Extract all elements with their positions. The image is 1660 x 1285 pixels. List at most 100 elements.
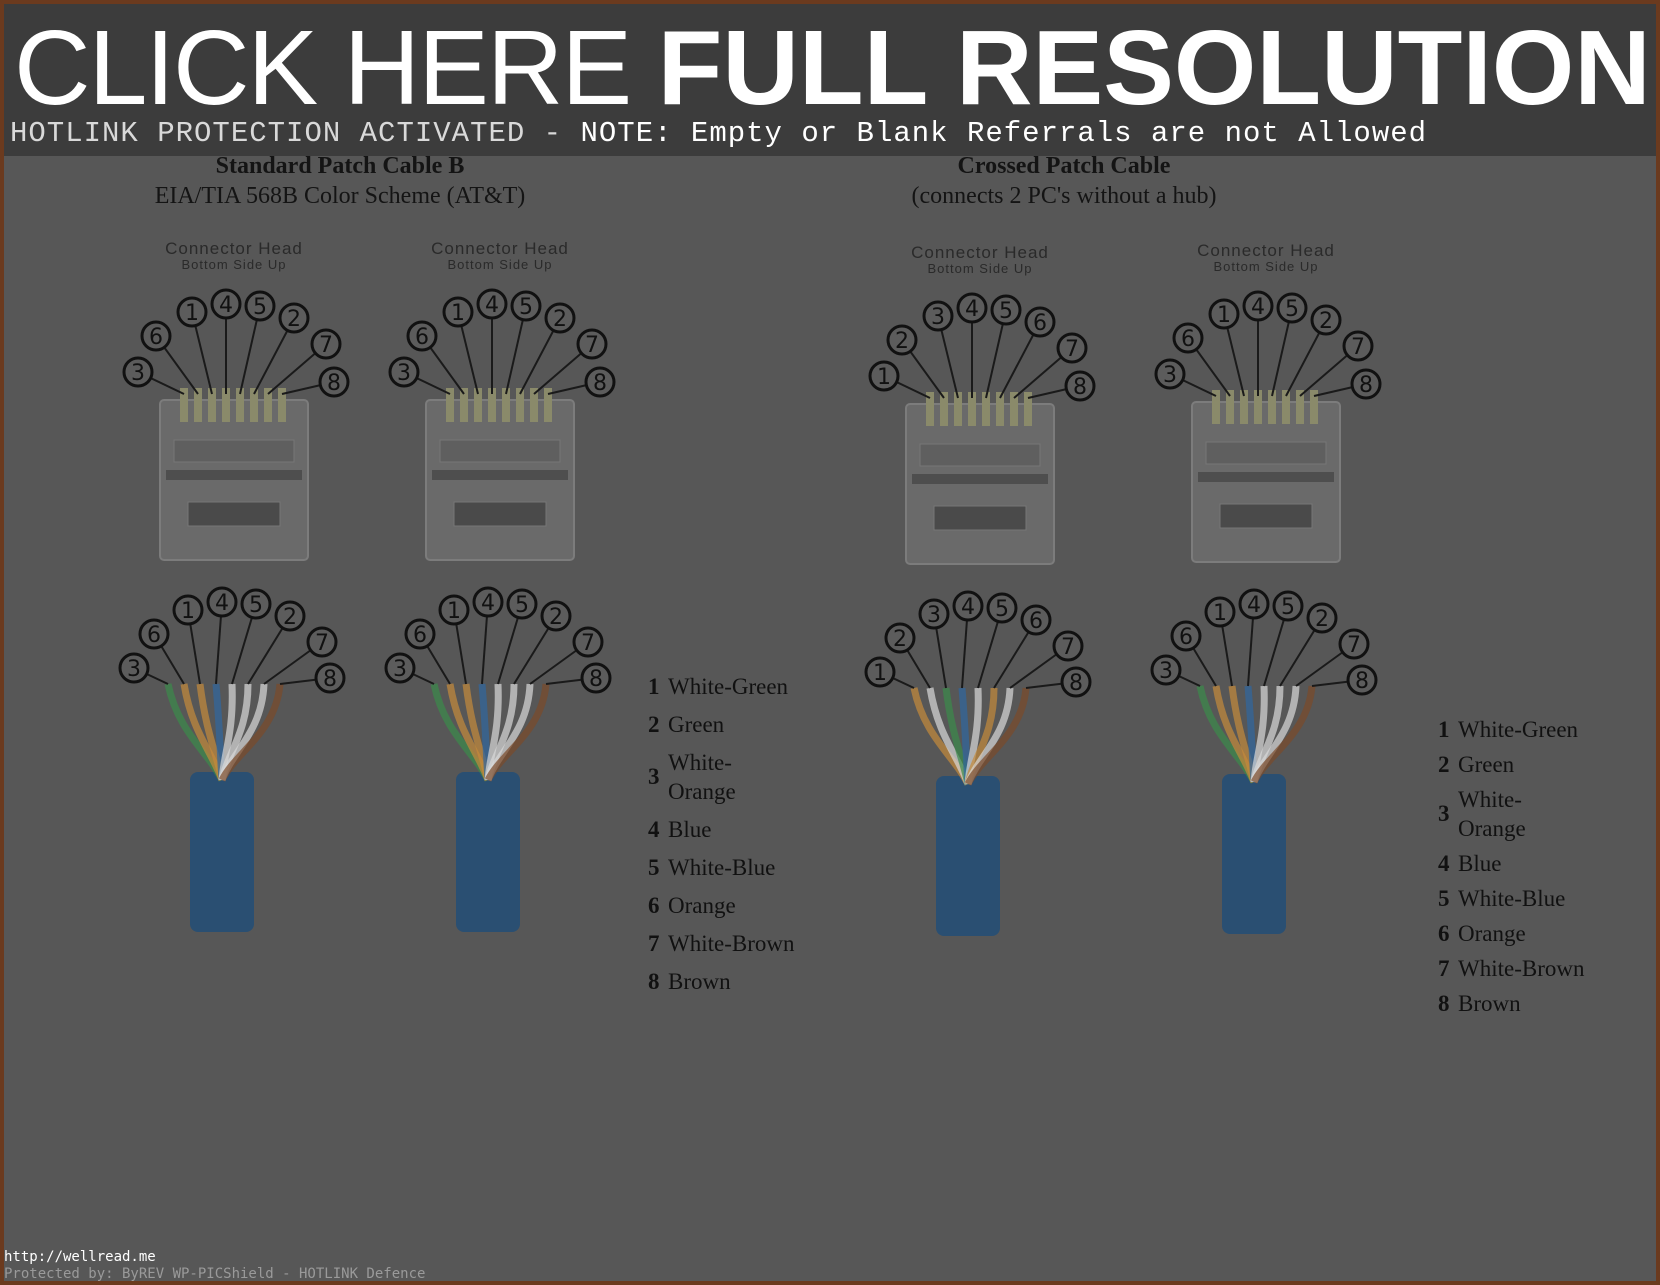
pin-number: 7: [319, 333, 333, 358]
pin-number: 3: [397, 361, 411, 386]
connector-head-label: Connector Head: [165, 239, 303, 258]
connector-pin: [502, 388, 510, 422]
connector-pin: [1010, 392, 1018, 426]
connector-pin: [982, 392, 990, 426]
wire-number: 1: [181, 599, 195, 624]
connector-pin: [236, 388, 244, 422]
pin-number: 6: [149, 325, 163, 350]
wire-bubble: [206, 586, 238, 618]
pin-number: 1: [185, 301, 199, 326]
legend-number: 7: [648, 930, 660, 956]
pin-number: 6: [1181, 327, 1195, 352]
pin-bubble: [544, 302, 576, 334]
connector-pin: [1212, 390, 1220, 424]
wire-number: 1: [1213, 601, 1227, 626]
wire-bubble: [506, 588, 538, 620]
wire-number: 5: [515, 593, 529, 618]
connector-pin: [446, 388, 454, 422]
pin-bubble: [1024, 306, 1056, 338]
connector-ridge: [1205, 441, 1327, 465]
footer-url[interactable]: http://wellread.me: [4, 1249, 156, 1265]
wire-number: 6: [413, 623, 427, 648]
image-frame: CLICK HERE FULL RESOLUTION HOTLINK PROTE…: [4, 4, 1656, 1281]
wire-bubble: [1020, 604, 1052, 636]
banner-title[interactable]: CLICK HERE FULL RESOLUTION: [14, 8, 1651, 128]
standard-section-title: Standard Patch Cable B: [215, 153, 465, 179]
connector-latch: [1198, 472, 1334, 482]
legend-color-name: White-Green: [1458, 717, 1579, 742]
connector-pin: [208, 388, 216, 422]
pin-bubble: [1208, 298, 1240, 330]
connector-clip: [453, 501, 547, 527]
legend-color-name: White-Green: [668, 674, 789, 699]
connector-pin: [954, 392, 962, 426]
legend-color-name: White-Brown: [668, 931, 795, 956]
legend-color-name: Green: [1458, 752, 1515, 777]
pin-number: 8: [327, 371, 341, 396]
pin-number: 6: [1033, 311, 1047, 336]
wire-bubble: [1306, 602, 1338, 634]
wire-bubble: [404, 618, 436, 650]
wire-bubble: [884, 622, 916, 654]
connector-latch: [166, 470, 302, 480]
legend-number: 4: [648, 816, 660, 842]
connector-head-sublabel: Bottom Side Up: [181, 257, 286, 272]
pin-bubble: [990, 294, 1022, 326]
wire-number: 4: [961, 595, 975, 620]
wire-bubble: [986, 592, 1018, 624]
pin-bubble: [442, 296, 474, 328]
pin-bubble: [176, 296, 208, 328]
pin-bubble: [1172, 322, 1204, 354]
wire-number: 2: [549, 605, 563, 630]
pin-number: 4: [485, 293, 499, 318]
connector-head-label: Connector Head: [431, 239, 569, 258]
wire-bubble: [472, 586, 504, 618]
wire-bubble: [172, 594, 204, 626]
legend-color-name: Blue: [668, 817, 712, 842]
wire-bubble: [1204, 596, 1236, 628]
pin-bubble: [244, 290, 276, 322]
wire-number: 2: [283, 605, 297, 630]
wire-number: 1: [873, 661, 887, 686]
banner-subtitle: HOTLINK PROTECTION ACTIVATED - NOTE: Emp…: [10, 117, 1427, 151]
legend-color-name: Orange: [1458, 921, 1526, 946]
connector-pin: [488, 388, 496, 422]
pin-bubble: [1242, 290, 1274, 322]
connector-pin: [516, 388, 524, 422]
connector-pin: [968, 392, 976, 426]
pin-bubble: [318, 366, 350, 398]
hotlink-banner[interactable]: CLICK HERE FULL RESOLUTION HOTLINK PROTE…: [4, 4, 1656, 156]
wire: [1250, 685, 1316, 784]
pin-bubble: [584, 366, 616, 398]
connector-latch: [912, 474, 1048, 484]
pin-number: 6: [415, 325, 429, 350]
pin-number: 4: [219, 293, 233, 318]
wire-number: 7: [315, 631, 329, 656]
wire-bubble: [1338, 628, 1370, 660]
wire-bubble: [1272, 590, 1304, 622]
wire-number: 8: [323, 667, 337, 692]
pin-bubble: [1154, 358, 1186, 390]
pin-bubble: [310, 328, 342, 360]
pin-bubble: [1056, 332, 1088, 364]
legend-number: 1: [1438, 716, 1450, 742]
wire-number: 4: [481, 591, 495, 616]
legend-number: 5: [648, 854, 660, 880]
legend-number: 3: [1438, 801, 1450, 826]
wire-bubble: [274, 600, 306, 632]
connector-latch: [432, 470, 568, 480]
pin-number: 2: [287, 307, 301, 332]
pin-number: 3: [1163, 363, 1177, 388]
pin-number: 2: [895, 329, 909, 354]
legend-number: 6: [1438, 920, 1450, 946]
